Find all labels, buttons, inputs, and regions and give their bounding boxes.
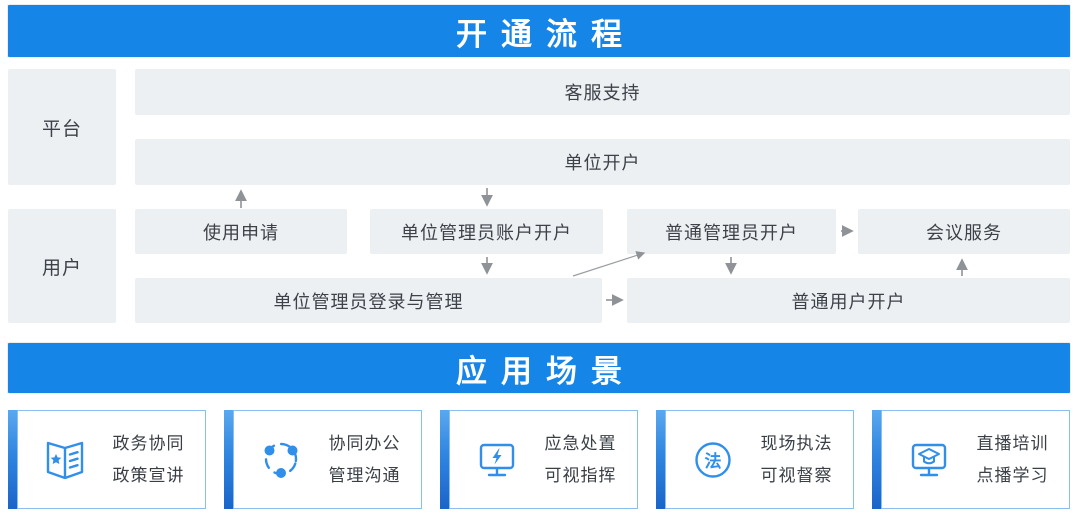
book-star-icon <box>39 434 91 486</box>
arrow-admin-manage-to-normal-admin-open <box>572 251 646 277</box>
monitor-graduation-icon <box>903 434 955 486</box>
card-line2: 可视督察 <box>760 465 833 485</box>
law-icon-character: 法 <box>704 451 721 471</box>
flow-node-usage-apply: 使用申请 <box>135 209 347 254</box>
card-line1: 政务协同 <box>112 434 185 454</box>
scene-card-government: 政务协同 政策宣讲 <box>8 410 206 509</box>
card-text: 现场执法 可视督察 <box>761 428 833 491</box>
lane-label-platform: 平台 <box>8 69 116 185</box>
card-body: 应急处置 可视指挥 <box>449 410 638 509</box>
card-text: 政务协同 政策宣讲 <box>113 428 185 491</box>
card-line2: 点播学习 <box>976 465 1049 485</box>
scene-card-training: 直播培训 点播学习 <box>872 410 1070 509</box>
scenes-section-title: 应用场景 <box>8 343 1070 393</box>
card-accent-bar <box>8 410 17 509</box>
card-accent-bar <box>656 410 665 509</box>
card-line1: 协同办公 <box>328 434 401 454</box>
flow-node-customer-support: 客服支持 <box>135 69 1070 115</box>
card-accent-bar <box>440 410 449 509</box>
card-body: 直播培训 点播学习 <box>881 410 1070 509</box>
scene-card-emergency: 应急处置 可视指挥 <box>440 410 638 509</box>
flow-section-title: 开通流程 <box>8 5 1070 57</box>
scene-cards: 政务协同 政策宣讲 协同办公 管理沟通 <box>8 410 1070 509</box>
card-line2: 政策宣讲 <box>112 465 185 485</box>
scene-card-office: 协同办公 管理沟通 <box>224 410 422 509</box>
flow-node-normal-user-open: 普通用户开户 <box>627 278 1070 323</box>
card-line1: 直播培训 <box>976 434 1049 454</box>
flow-node-unit-account-open: 单位开户 <box>135 139 1070 185</box>
card-text: 协同办公 管理沟通 <box>329 428 401 491</box>
card-body: 协同办公 管理沟通 <box>233 410 422 509</box>
lane-label-user: 用户 <box>8 209 116 323</box>
share-network-icon <box>255 434 307 486</box>
card-line2: 可视指挥 <box>544 465 617 485</box>
monitor-lightning-icon <box>471 434 523 486</box>
card-body: 政务协同 政策宣讲 <box>17 410 206 509</box>
card-body: 法 现场执法 可视督察 <box>665 410 854 509</box>
flow-node-unit-admin-open: 单位管理员账户开户 <box>370 209 603 254</box>
flow-node-meeting-service: 会议服务 <box>858 209 1070 254</box>
card-line1: 现场执法 <box>760 434 833 454</box>
card-accent-bar <box>224 410 233 509</box>
law-circle-icon: 法 <box>687 434 739 486</box>
card-line1: 应急处置 <box>544 434 617 454</box>
flow-node-normal-admin-open: 普通管理员开户 <box>627 209 836 254</box>
card-line2: 管理沟通 <box>328 465 401 485</box>
scene-card-law: 法 现场执法 可视督察 <box>656 410 854 509</box>
card-accent-bar <box>872 410 881 509</box>
flow-node-unit-admin-manage: 单位管理员登录与管理 <box>135 278 602 323</box>
card-text: 直播培训 点播学习 <box>977 428 1049 491</box>
card-text: 应急处置 可视指挥 <box>545 428 617 491</box>
